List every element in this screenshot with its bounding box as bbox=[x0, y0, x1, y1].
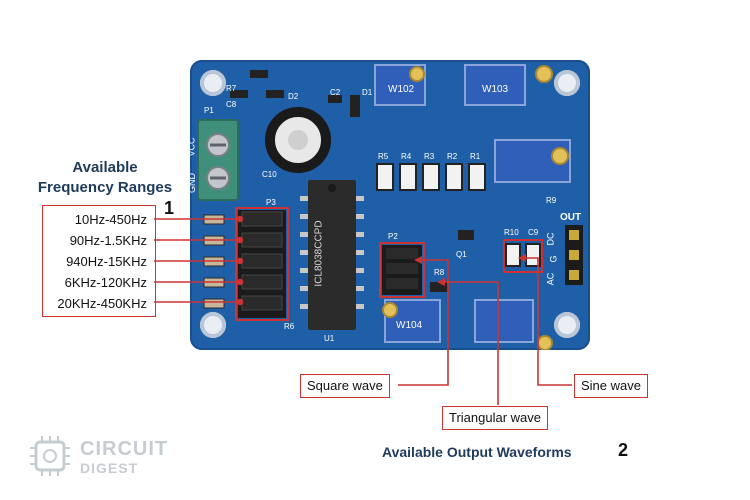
label-d2: D2 bbox=[288, 92, 299, 101]
label-r4: R4 bbox=[401, 152, 412, 161]
label-q1: Q1 bbox=[456, 250, 467, 259]
label-c9: C9 bbox=[528, 228, 539, 237]
frequency-number: 1 bbox=[164, 198, 175, 218]
label-r3: R3 bbox=[424, 152, 435, 161]
label-r9: R9 bbox=[546, 196, 557, 205]
frequency-title-line2: Frequency Ranges bbox=[37, 179, 173, 196]
label-u1: U1 bbox=[324, 334, 335, 343]
jumper-header-p3 bbox=[238, 210, 286, 318]
frequency-title-line1: Available bbox=[72, 159, 138, 176]
label-ac: AC bbox=[545, 272, 556, 286]
label-c10: C10 bbox=[262, 170, 277, 179]
label-d1: D1 bbox=[362, 88, 373, 97]
frequency-range-3: 940Hz-15KHz bbox=[66, 254, 147, 269]
p3-highlight-box bbox=[235, 207, 289, 321]
label-c2: C2 bbox=[330, 88, 341, 97]
output-waveforms-number: 2 bbox=[618, 440, 629, 460]
pcb-board: P1 VCC GND C10 P3 U1 ICL8038CCPD R6 R7 C… bbox=[186, 60, 590, 350]
circuit-digest-logo: CIRCUIT DIGEST bbox=[22, 432, 192, 482]
frequency-ranges-box: 10Hz-450Hz 90Hz-1.5KHz 940Hz-15KHz 6KHz-… bbox=[42, 205, 156, 317]
label-g: G bbox=[548, 255, 559, 263]
logo-text-circuit: CIRCUIT bbox=[80, 438, 169, 460]
mount-hole-bottom-left bbox=[200, 312, 226, 338]
label-p3: P3 bbox=[266, 198, 276, 207]
label-out: OUT bbox=[560, 212, 582, 223]
trimmer-pot-bottom-right bbox=[474, 299, 553, 350]
jumper-header-p2 bbox=[382, 245, 422, 295]
frequency-range-5: 20KHz-450KHz bbox=[57, 296, 147, 311]
label-r7: R7 bbox=[226, 84, 237, 93]
logo-text-digest: DIGEST bbox=[80, 460, 139, 476]
label-c8: C8 bbox=[226, 100, 237, 109]
label-p1: P1 bbox=[204, 106, 214, 115]
label-r6: R6 bbox=[284, 322, 295, 331]
triangular-wave-callout: Triangular wave bbox=[442, 406, 549, 430]
label-pot3: W104 bbox=[396, 320, 423, 331]
chip-u1-pins bbox=[300, 196, 364, 309]
frequency-range-1: 10Hz-450Hz bbox=[74, 212, 147, 227]
transistor-q1 bbox=[458, 230, 474, 240]
label-r8: R8 bbox=[434, 268, 445, 277]
frequency-range-4: 6KHz-120KHz bbox=[64, 275, 147, 290]
output-waveforms-title: Available Output Waveforms bbox=[382, 444, 572, 460]
chip-logo-icon bbox=[30, 436, 70, 476]
chip-u1 bbox=[308, 180, 356, 330]
trimmer-pot-w103 bbox=[464, 64, 553, 106]
label-pot2: W103 bbox=[482, 84, 509, 95]
label-pot1: W102 bbox=[388, 84, 415, 95]
label-vcc: VCC bbox=[186, 137, 197, 157]
trimmer-pot-right bbox=[494, 139, 571, 183]
label-p2: P2 bbox=[388, 232, 398, 241]
output-pins bbox=[565, 225, 583, 285]
label-chip-text: ICL8038CCPD bbox=[313, 220, 325, 287]
board-components bbox=[197, 64, 583, 350]
square-wave-callout: Square wave bbox=[300, 374, 390, 398]
label-r5: R5 bbox=[378, 152, 389, 161]
trimmer-pot-w102 bbox=[374, 64, 426, 106]
resistor-row bbox=[376, 163, 486, 191]
label-r10: R10 bbox=[504, 228, 519, 237]
mount-hole-top-left bbox=[200, 70, 226, 96]
frequency-title: Available Frequency Ranges bbox=[20, 158, 190, 198]
frequency-range-2: 90Hz-1.5KHz bbox=[69, 233, 147, 248]
output-waveforms-title-text: Available Output Waveforms bbox=[382, 444, 572, 460]
r10-c9-highlight bbox=[503, 239, 543, 273]
label-r1: R1 bbox=[470, 152, 481, 161]
sine-wave-callout: Sine wave bbox=[574, 374, 648, 398]
label-r2: R2 bbox=[447, 152, 458, 161]
label-dc: DC bbox=[545, 232, 556, 246]
mount-hole-top-right bbox=[554, 70, 580, 96]
